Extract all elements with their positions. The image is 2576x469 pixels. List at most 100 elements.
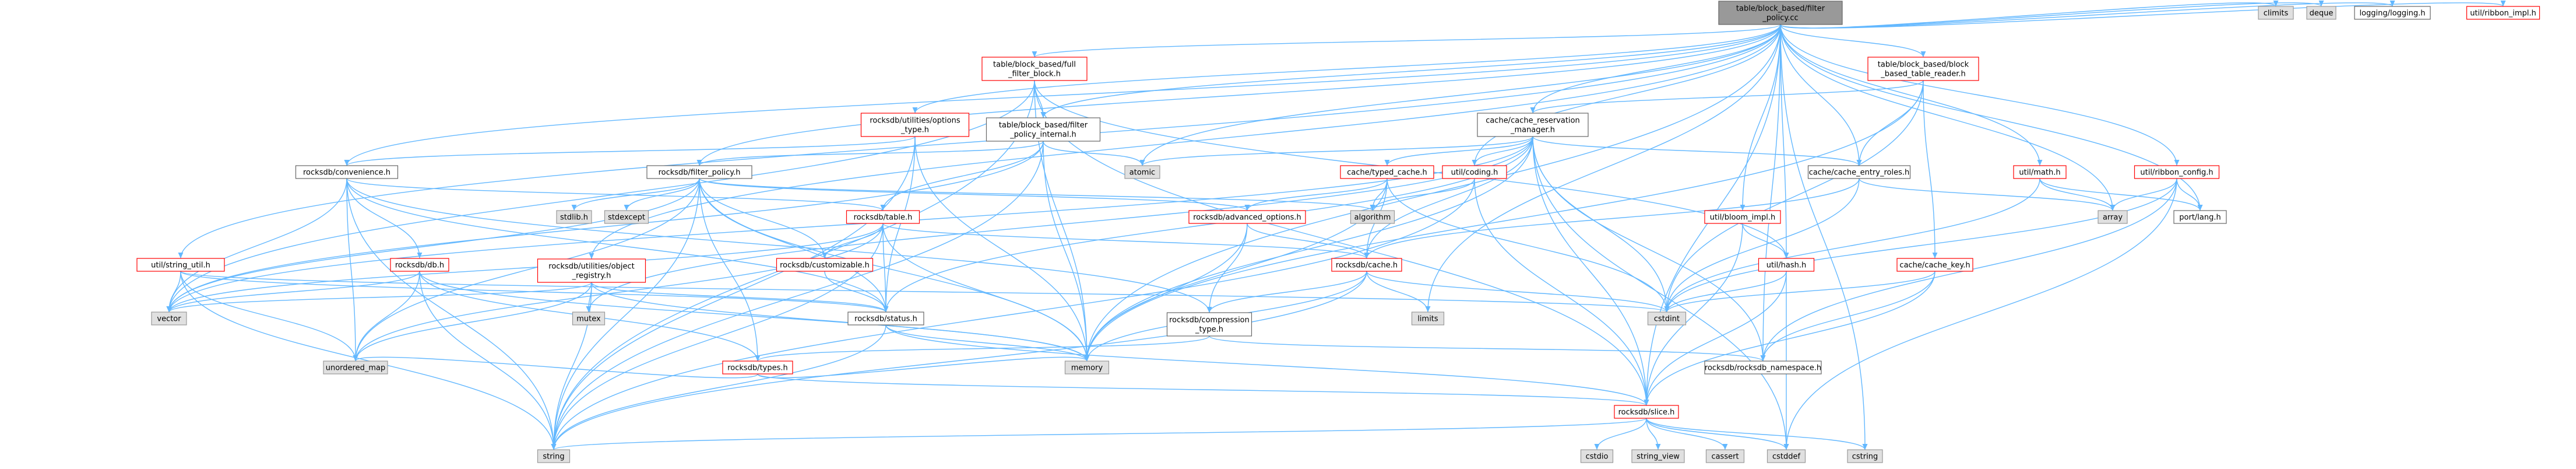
node-stdexcept[interactable]: stdexcept xyxy=(604,210,649,224)
edge-root-to-fp_internal xyxy=(1040,24,1781,118)
node-cstdint[interactable]: cstdint xyxy=(1647,312,1687,326)
node-climits[interactable]: climits xyxy=(2258,6,2294,20)
edge-fp_internal-to-table_h xyxy=(880,141,1044,211)
node-string_util[interactable]: util/string_util.h xyxy=(136,258,225,272)
node-label: string_view xyxy=(1637,453,1680,461)
node-box xyxy=(2306,6,2336,20)
edge-ribbon_config-to-port_lang xyxy=(2176,178,2203,211)
edge-cache_h-to-string xyxy=(551,271,1367,450)
node-options_type[interactable]: rocksdb/utilities/options_type.h xyxy=(860,113,970,137)
node-slice[interactable]: rocksdb/slice.h xyxy=(1614,405,1679,419)
edge-entry_roles-to-cache_h xyxy=(1364,178,1860,259)
edge-slice-to-cstddef xyxy=(1646,418,1789,450)
node-label: _registry.h xyxy=(572,272,611,281)
edge-root-to-convenience xyxy=(344,24,1781,166)
edge-bloom_impl-to-hash_h xyxy=(1742,223,1789,259)
node-label: _manager.h xyxy=(1510,126,1555,135)
node-table_h[interactable]: rocksdb/table.h xyxy=(846,210,920,224)
node-box xyxy=(2258,6,2294,20)
node-cassert[interactable]: cassert xyxy=(1705,449,1745,463)
node-mutex[interactable]: mutex xyxy=(572,312,606,326)
edge-compression-to-types_h xyxy=(755,335,1210,362)
node-box xyxy=(556,210,592,224)
node-cstddef[interactable]: cstddef xyxy=(1766,449,1806,463)
node-string_view[interactable]: string_view xyxy=(1631,449,1685,463)
node-bbt_reader[interactable]: table/block_based/block_based_table_read… xyxy=(1867,57,1979,81)
edge-root-to-limits xyxy=(1425,24,1781,313)
node-cstring[interactable]: cstring xyxy=(1847,449,1883,463)
node-compression[interactable]: rocksdb/compression_type.h xyxy=(1166,312,1252,337)
node-box xyxy=(986,117,1101,142)
edge-root-to-climits xyxy=(1780,0,2279,29)
node-adv_options[interactable]: rocksdb/advanced_options.h xyxy=(1188,210,1306,224)
node-box xyxy=(2354,6,2431,20)
node-memory[interactable]: memory xyxy=(1064,360,1110,374)
node-obj_registry[interactable]: rocksdb/utilities/object_registry.h xyxy=(537,258,646,283)
node-box xyxy=(1188,210,1306,224)
node-entry_roles[interactable]: cache/cache_entry_roles.h xyxy=(1807,165,1911,179)
node-label: cache/cache_entry_roles.h xyxy=(1809,169,1910,177)
node-db_h[interactable]: rocksdb/db.h xyxy=(390,258,449,272)
node-stdlib[interactable]: stdlib.h xyxy=(556,210,592,224)
node-cache_res[interactable]: cache/cache_reservation_manager.h xyxy=(1477,113,1589,137)
node-logging[interactable]: logging/logging.h xyxy=(2354,6,2431,20)
edge-cache_res-to-coding xyxy=(1472,136,1533,166)
node-deque[interactable]: deque xyxy=(2306,6,2336,20)
node-status_h[interactable]: rocksdb/status.h xyxy=(847,312,924,326)
edge-root-to-options_type xyxy=(912,24,1781,114)
node-hash_h[interactable]: util/hash.h xyxy=(1758,258,1815,272)
node-label: cassert xyxy=(1711,453,1739,461)
edge-cache_res-to-cstddef xyxy=(1532,136,1789,450)
node-label: climits xyxy=(2264,9,2289,18)
node-full_filter[interactable]: table/block_based/full_filter_block.h xyxy=(981,57,1088,81)
node-unordered_map[interactable]: unordered_map xyxy=(323,360,388,374)
node-box xyxy=(1631,449,1685,463)
node-bloom_impl[interactable]: util/bloom_impl.h xyxy=(1704,210,1781,224)
edge-slice-to-cstdio xyxy=(1594,418,1647,450)
edge-convenience-to-vector xyxy=(166,178,347,313)
node-fp_internal[interactable]: table/block_based/filter_policy_internal… xyxy=(986,117,1101,142)
node-customizable[interactable]: rocksdb/customizable.h xyxy=(776,258,874,272)
node-label: util/string_util.h xyxy=(151,261,210,270)
edge-cache_key-to-slice xyxy=(1644,271,1935,406)
edge-bbt_reader-to-cache_res xyxy=(1530,80,1924,114)
node-cache_key[interactable]: cache/cache_key.h xyxy=(1896,258,1973,272)
node-root[interactable]: table/block_based/filter_policy.cc xyxy=(1718,1,1843,25)
node-label: cstring xyxy=(1852,453,1878,461)
edge-fp_internal-to-filter_policy xyxy=(696,141,1044,166)
edge-adv_options-to-compression xyxy=(1206,223,1248,313)
node-convenience[interactable]: rocksdb/convenience.h xyxy=(295,165,399,179)
node-ribbon_config[interactable]: util/ribbon_config.h xyxy=(2134,165,2220,179)
edge-bbt_reader-to-cstdint xyxy=(1664,80,1924,313)
node-label: util/bloom_impl.h xyxy=(1710,214,1775,222)
node-array[interactable]: array xyxy=(2098,210,2128,224)
node-box xyxy=(151,312,187,326)
edge-types_h-to-memory xyxy=(757,355,1090,379)
node-label: rocksdb/status.h xyxy=(854,315,917,324)
node-label: util/hash.h xyxy=(1766,261,1807,270)
edge-adv_options-to-cache_h xyxy=(1247,223,1370,259)
node-math[interactable]: util/math.h xyxy=(2013,165,2067,179)
node-vector[interactable]: vector xyxy=(151,312,187,326)
node-label: table/block_based/filter xyxy=(999,121,1088,130)
node-box xyxy=(1807,165,1911,179)
node-types_h[interactable]: rocksdb/types.h xyxy=(722,360,793,374)
node-cstdio[interactable]: cstdio xyxy=(1580,449,1614,463)
edge-math-to-cstdint xyxy=(1664,178,2040,313)
node-atomic[interactable]: atomic xyxy=(1124,165,1160,179)
node-string[interactable]: string xyxy=(537,449,571,463)
node-label: unordered_map xyxy=(326,364,386,373)
edge-fp_internal-to-atomic xyxy=(1043,141,1145,166)
node-coding[interactable]: util/coding.h xyxy=(1442,165,1507,179)
node-box xyxy=(846,210,920,224)
node-cache_h[interactable]: rocksdb/cache.h xyxy=(1331,258,1402,272)
node-ribbon_impl[interactable]: util/ribbon_impl.h xyxy=(2466,6,2540,20)
node-typed_cache[interactable]: cache/typed_cache.h xyxy=(1340,165,1434,179)
node-port_lang[interactable]: port/lang.h xyxy=(2173,210,2227,224)
node-box xyxy=(2098,210,2128,224)
node-box xyxy=(1896,258,1973,272)
node-filter_policy[interactable]: rocksdb/filter_policy.h xyxy=(646,165,752,179)
node-namespace[interactable]: rocksdb/rocksdb_namespace.h xyxy=(1704,360,1822,374)
node-limits[interactable]: limits xyxy=(1411,312,1445,326)
node-algorithm[interactable]: algorithm xyxy=(1350,210,1395,224)
